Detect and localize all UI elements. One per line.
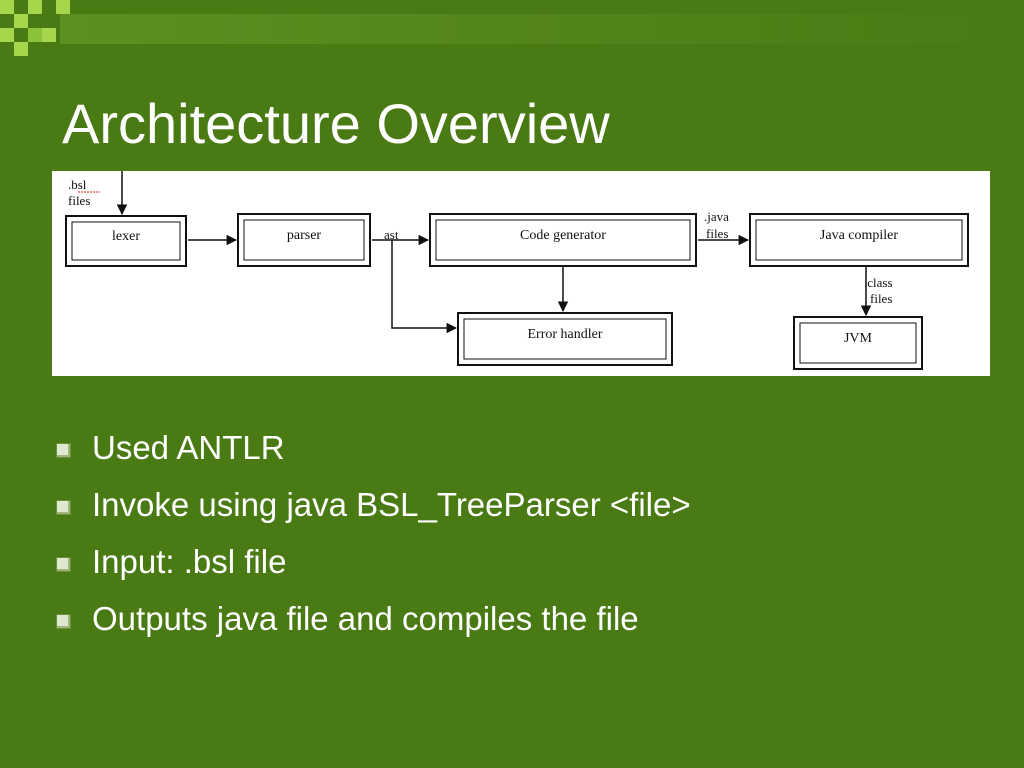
- node-jvm: JVM: [793, 316, 923, 370]
- node-parser-label: parser: [287, 228, 322, 243]
- label-java-files-1: .java: [704, 209, 729, 224]
- node-code-generator: Code generator: [429, 213, 697, 267]
- node-error-handler-label: Error handler: [527, 327, 602, 342]
- square-bullet-icon: [56, 443, 71, 458]
- node-lexer-label: lexer: [112, 229, 140, 244]
- node-error-handler: Error handler: [457, 312, 673, 366]
- label-class-files-1: .class: [864, 275, 893, 290]
- node-java-compiler: Java compiler: [749, 213, 969, 267]
- square-bullet-icon: [56, 500, 71, 515]
- label-java-files-2: files: [706, 226, 728, 241]
- node-jvm-label: JVM: [844, 331, 873, 346]
- header-decoration: [0, 0, 1024, 56]
- label-ast: ast: [384, 227, 399, 242]
- architecture-diagram: lexer parser Code generator Java compile…: [52, 171, 990, 376]
- square-bullet-icon: [56, 557, 71, 572]
- label-bsl-files-1: .bsl: [68, 177, 87, 192]
- node-java-compiler-label: Java compiler: [820, 228, 898, 243]
- label-class-files-2: files: [870, 291, 892, 306]
- node-parser: parser: [237, 213, 371, 267]
- slide-title: Architecture Overview: [62, 92, 610, 155]
- bullet-text: Invoke using java BSL_TreeParser <file>: [92, 486, 691, 523]
- edge-ast-to-error-handler: [391, 240, 458, 334]
- node-code-generator-label: Code generator: [520, 228, 606, 243]
- bullet-text: Outputs java file and compiles the file: [92, 600, 639, 637]
- square-bullet-icon: [56, 614, 71, 629]
- node-lexer: lexer: [65, 215, 187, 267]
- bullet-text: Used ANTLR: [92, 429, 285, 466]
- bullet-text: Input: .bsl file: [92, 543, 287, 580]
- label-bsl-files-2: files: [68, 193, 90, 208]
